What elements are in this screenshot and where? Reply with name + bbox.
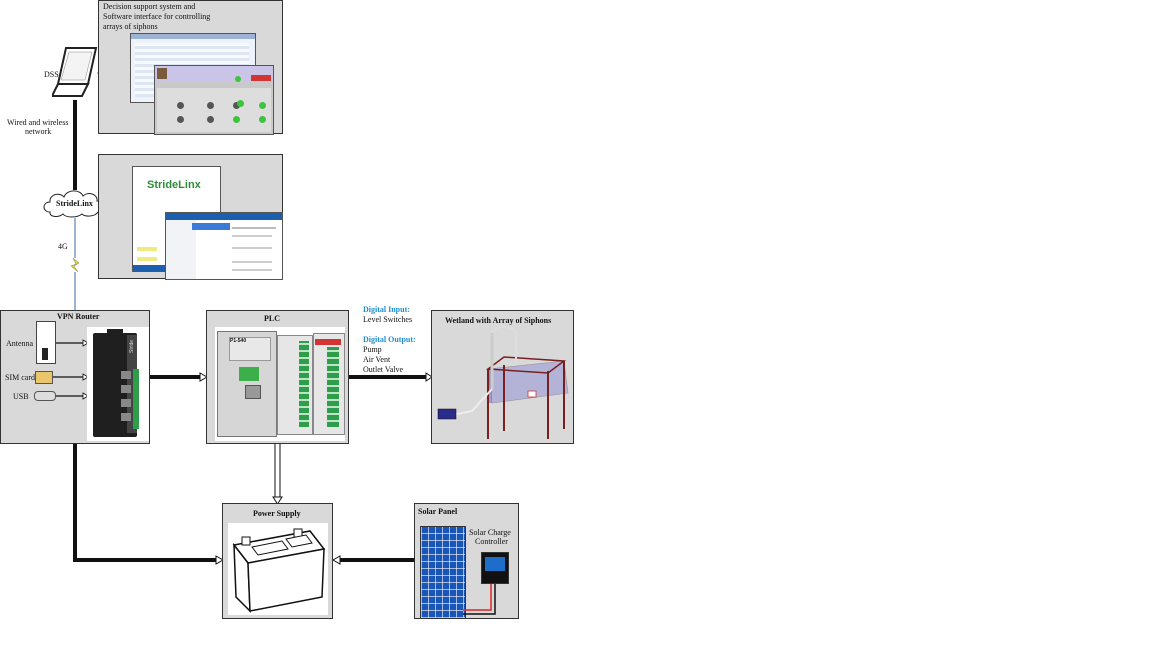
stridelinx-logo: StrideLinx — [147, 179, 201, 191]
plc-wetland-arrowhead — [425, 372, 433, 382]
wetland-tank-icon — [437, 326, 569, 439]
antenna-icon — [36, 321, 56, 364]
router-brand: Stride — [129, 339, 135, 353]
power-supply-panel: Power Supply — [222, 503, 333, 619]
dss-label: DSS — [44, 70, 59, 79]
digital-output-1: Air Vent — [363, 355, 391, 364]
stridelinx-dashboard-window — [165, 212, 283, 280]
router-plc-arrowhead — [199, 372, 209, 382]
vpn-router-panel: VPN Router Antenna SIM card USB Stride — [0, 310, 150, 444]
plc-power-arrowhead — [272, 496, 283, 505]
wetland-title: Wetland with Array of Siphons — [445, 316, 552, 325]
dss-caption-line3: arrays of siphons — [103, 22, 158, 31]
charge-controller-icon — [481, 552, 509, 584]
solar-panel-box: Solar Panel Solar Charge Controller — [414, 503, 519, 619]
router-device-icon: Stride — [93, 329, 139, 437]
plc-device-icon: P1-540 — [215, 327, 345, 441]
sim-card-icon — [35, 371, 53, 384]
vpn-router-title: VPN Router — [57, 312, 100, 321]
solar-power-arrowhead — [331, 555, 341, 565]
usb-label: USB — [13, 392, 29, 401]
network-label-line2: network — [25, 127, 52, 136]
charge-controller-label-line1: Solar Charge — [469, 528, 511, 537]
usb-icon — [34, 391, 56, 401]
dss-caption-line1: Decision support system and — [103, 2, 196, 11]
router-power-line — [73, 444, 218, 562]
antenna-label: Antenna — [6, 339, 34, 348]
stridelinx-panel: StrideLinx — [98, 154, 283, 280]
router-power-arrowhead — [215, 555, 225, 565]
digital-output-title: Digital Output: — [363, 335, 416, 344]
router-device-frame: Stride — [87, 327, 149, 441]
digital-output-0: Pump — [363, 345, 382, 354]
solar-panel-icon — [420, 526, 466, 619]
network-label-line1: Wired and wireless — [7, 118, 69, 127]
plc-title: PLC — [264, 314, 280, 323]
solar-panel-title: Solar Panel — [418, 507, 458, 516]
digital-input-title: Digital Input: — [363, 305, 410, 314]
digital-output-2: Outlet Valve — [363, 365, 404, 374]
plc-module-label: P1-540 — [229, 337, 271, 361]
4g-label: 4G — [58, 242, 68, 251]
laptop-icon — [52, 44, 102, 100]
charge-controller-label-line2: Controller — [475, 537, 508, 546]
plc-panel: PLC P1-540 — [206, 310, 349, 444]
lightning-icon — [70, 257, 80, 273]
sim-card-label: SIM card — [5, 373, 35, 382]
stridelinx-cloud — [40, 186, 110, 220]
battery-icon — [228, 523, 328, 615]
dss-software-panel: Decision support system and Software int… — [98, 0, 283, 135]
dss-caption-line2: Software interface for controlling — [103, 12, 211, 21]
wetland-panel: Wetland with Array of Siphons — [431, 310, 574, 444]
power-supply-title: Power Supply — [253, 509, 301, 518]
digital-input-0: Level Switches — [363, 315, 413, 324]
software-window-front — [154, 65, 274, 135]
stridelinx-cloud-label: StrideLinx — [56, 199, 93, 208]
